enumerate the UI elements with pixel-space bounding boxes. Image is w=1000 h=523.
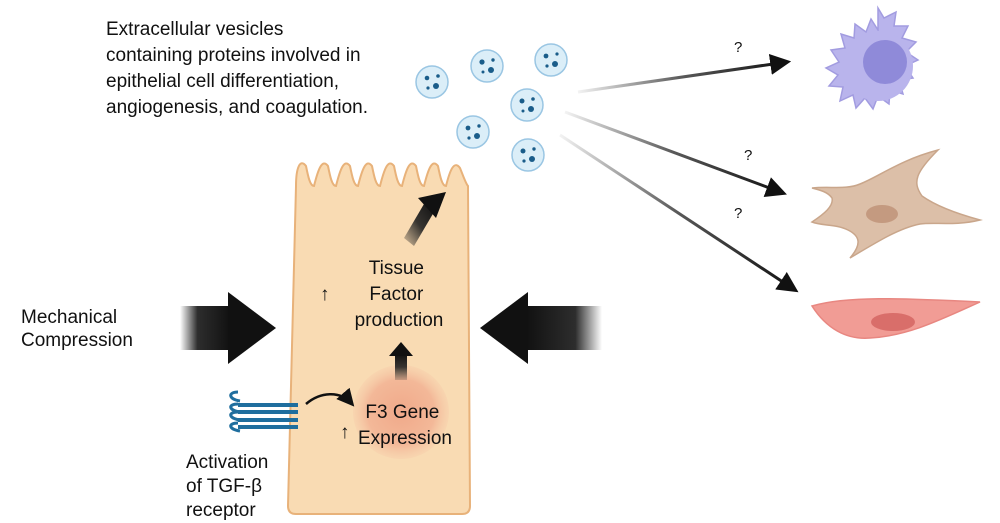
vesicle [470,49,504,83]
tgf-to-nucleus-arrow [305,387,355,407]
tgf-line: receptor [186,500,256,521]
question-mark-immune: ? [734,39,742,56]
tf-line: Factor [369,284,424,305]
epithelial-cell [286,162,472,515]
arrow-to-immune-cell [577,53,792,94]
tf-line: production [355,310,444,331]
arrow-to-fibroblast [564,110,787,197]
f3-line: Expression [358,428,452,449]
ev-description-label: Extracellular vesicles containing protei… [106,19,368,118]
arrow-to-endothelial-cell [559,133,799,293]
compression-arrow-right [480,292,602,364]
ev-line: angiogenesis, and coagulation. [106,97,368,118]
tgf-beta-label: Activation of TGF-β receptor [186,452,274,521]
fibroblast-nucleus [866,205,898,223]
f3-line: F3 Gene [365,402,439,423]
compression-line: Compression [21,330,133,351]
cell-nucleus [353,365,449,459]
vesicle [456,115,490,149]
cell-membrane [286,162,472,515]
endothelial-cell [810,297,981,339]
vesicle [511,138,545,172]
tf-line: Tissue [369,258,424,279]
tf-up-arrow-glyph: ↑ [320,284,330,305]
question-mark-endothelial: ? [734,205,742,222]
nucleus-to-tf-arrow [389,342,413,380]
compression-arrow-left [180,292,276,364]
tgf-line: of TGF-β [186,476,262,497]
immune-cell-nucleus [863,40,907,84]
question-mark-fibroblast: ? [744,147,752,164]
tgf-beta-receptor [229,390,298,433]
immune-cell [824,5,920,111]
mechanical-compression-label: Mechanical Compression [21,307,133,351]
ev-line: containing proteins involved in [106,45,361,66]
tgf-line: Activation [186,452,268,473]
vesicle [510,88,544,122]
tissue-factor-label: Tissue Factor production [355,258,444,331]
endothelial-nucleus [871,313,915,331]
vesicle [415,65,449,99]
compression-line: Mechanical [21,307,117,328]
vesicle [534,43,568,77]
vesicle-group [415,43,568,172]
f3-gene-label: F3 Gene Expression [358,402,452,449]
ev-line: epithelial cell differentiation, [106,71,339,92]
tf-to-secretion-arrow [404,192,446,246]
target-arrows [559,53,799,293]
fibroblast [810,148,983,259]
ev-line: Extracellular vesicles [106,19,283,40]
f3-up-arrow-glyph: ↑ [340,422,350,443]
